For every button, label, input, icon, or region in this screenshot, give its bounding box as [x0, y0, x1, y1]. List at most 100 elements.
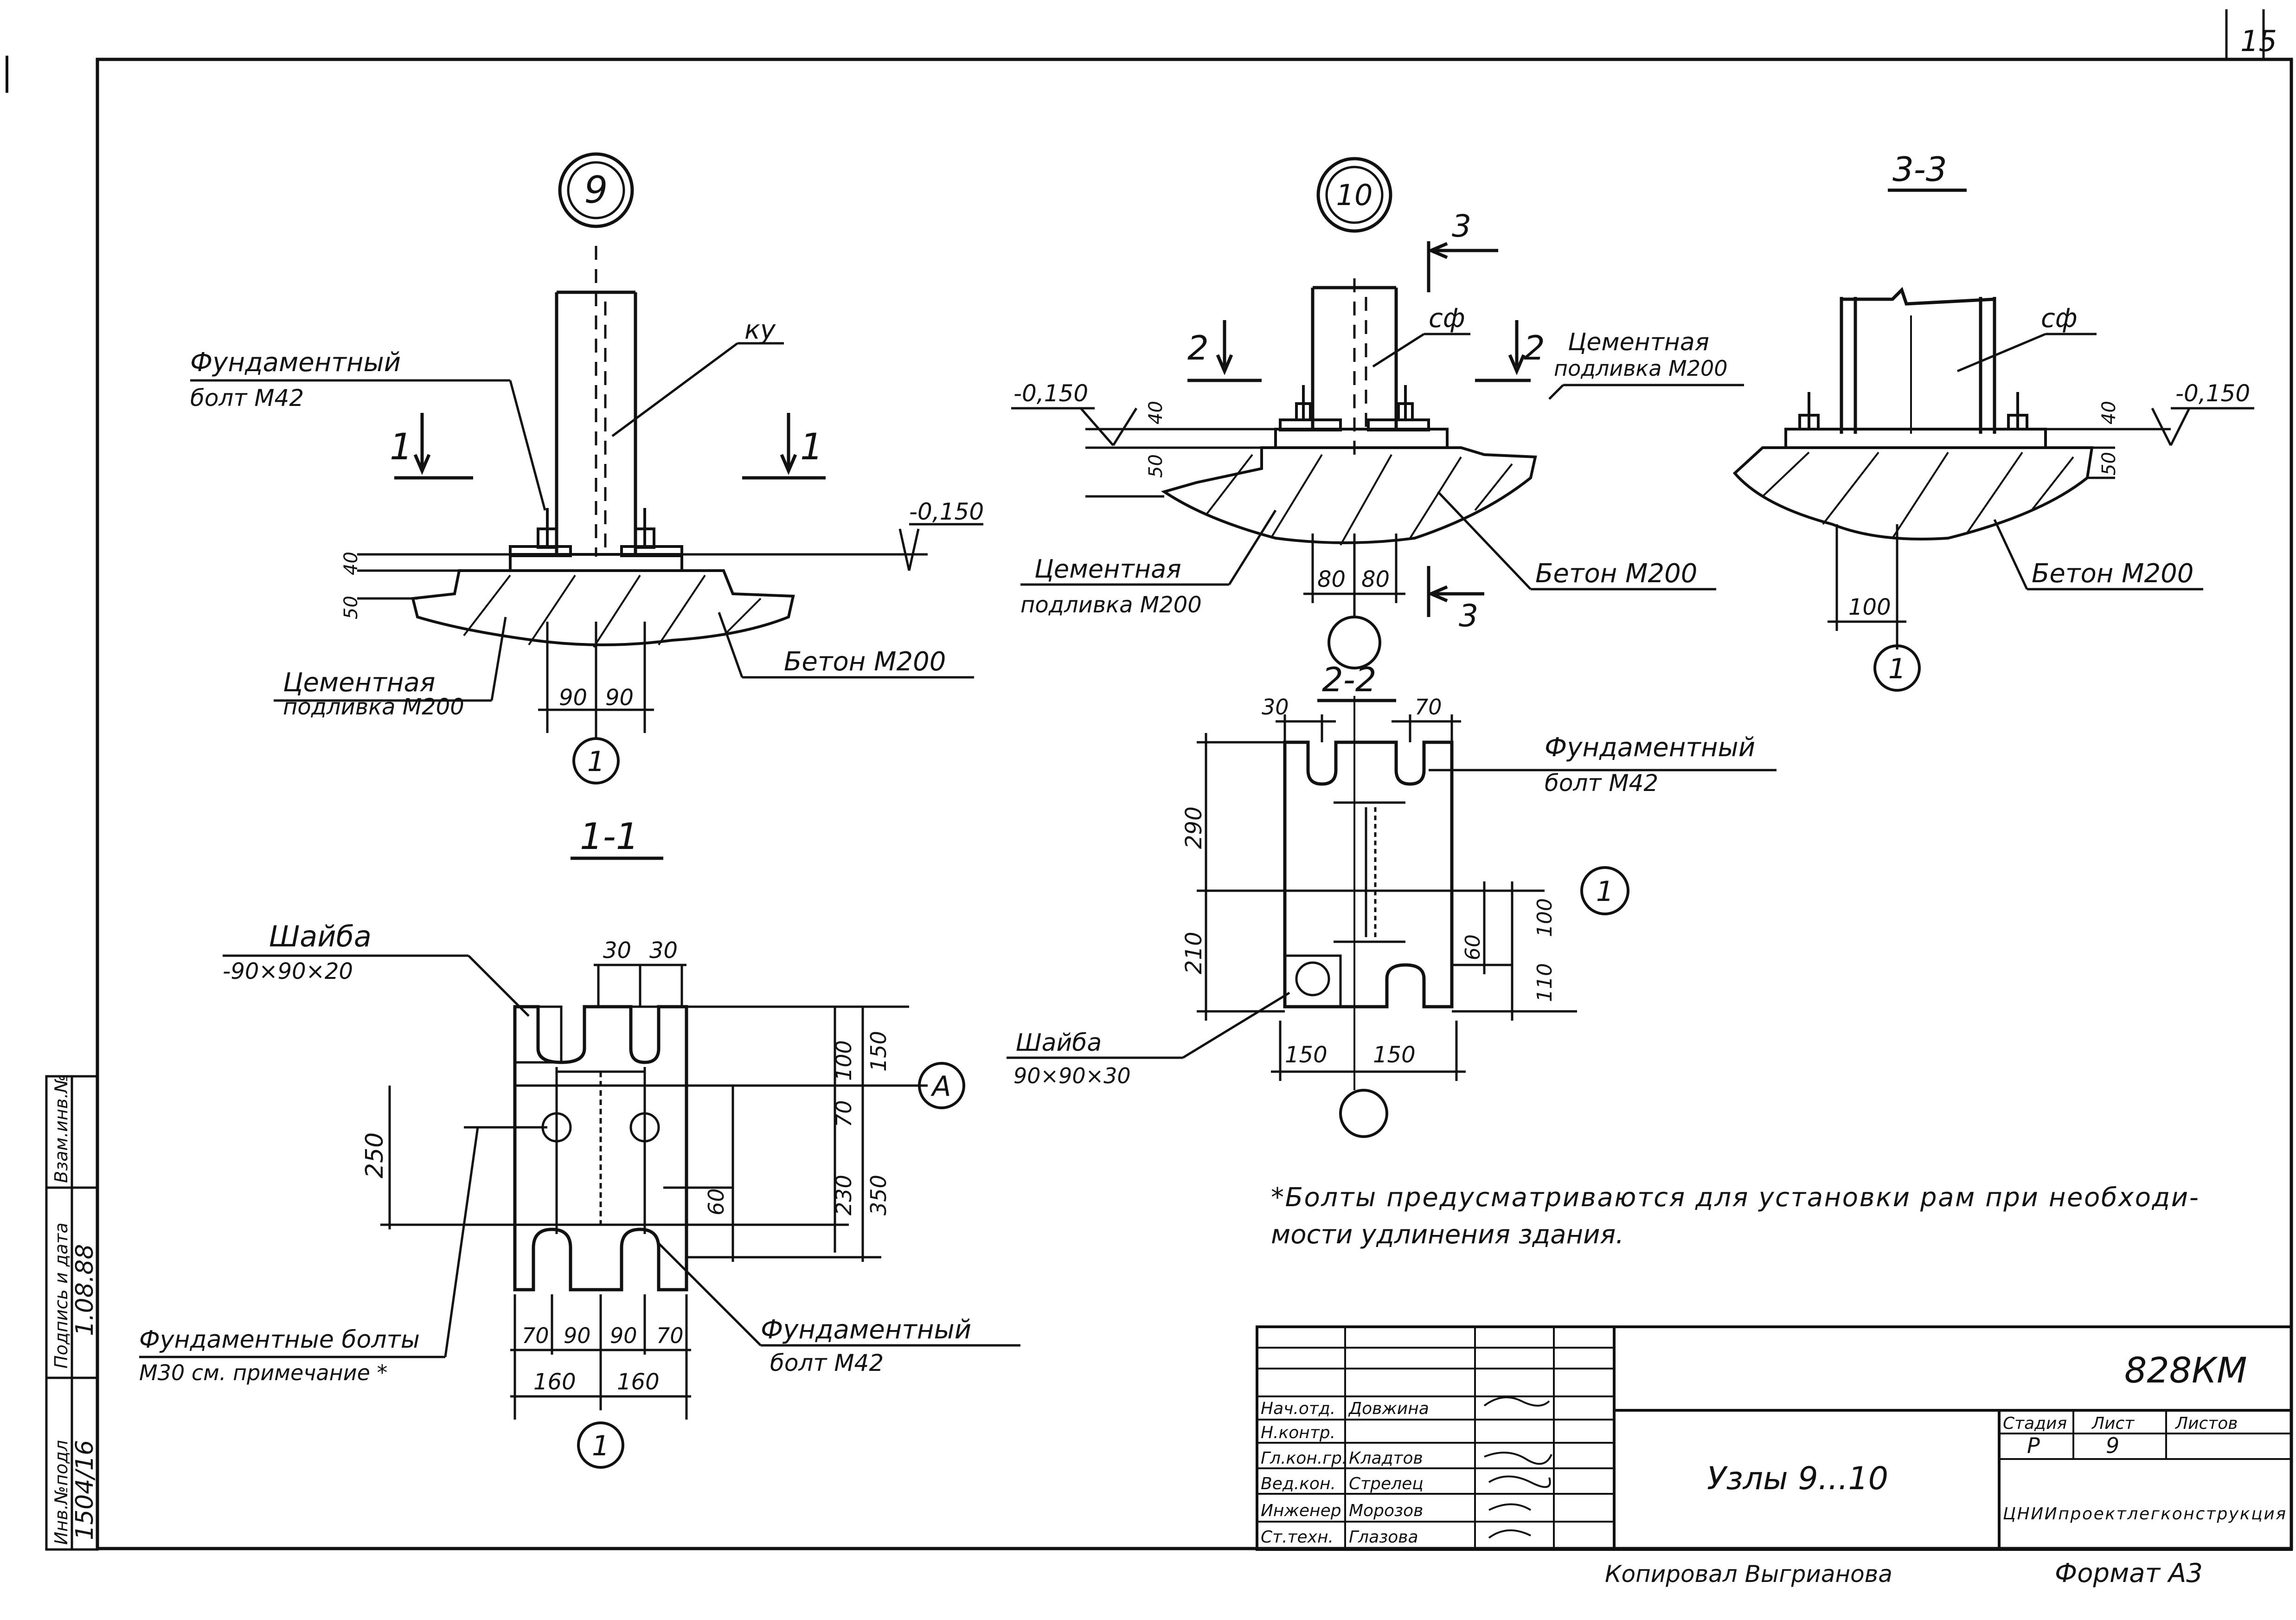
inv-no-label: Инв.№подл — [51, 1440, 71, 1545]
node-10-marker-label: 10 — [1336, 178, 1373, 212]
section-2-2-dim-left-2: 210 — [1181, 932, 1207, 974]
drawing-frame — [6, 9, 2293, 1550]
node-9-column — [555, 246, 637, 557]
node-10-axis-circle — [1328, 616, 1381, 669]
format: Формат А3 — [2055, 1558, 2203, 1588]
node-10-dim-b2: 80 — [1361, 566, 1390, 592]
section-1-1-dim-r6: 60 — [704, 1188, 729, 1215]
section-1-1-bolt-2: болт М42 — [770, 1350, 884, 1376]
section-2-2-dims — [1197, 714, 1577, 1081]
section-1-1-bolts-1: Фундаментные болты — [139, 1326, 420, 1354]
node-9-marker-inner — [567, 161, 625, 219]
tb-stage-label: Стадия — [2003, 1414, 2067, 1433]
section-1-1-bottom-dims — [510, 1294, 691, 1420]
node-9-bolt-label-1: Фундаментный — [190, 347, 401, 378]
section-1-1: 1-1 — [139, 816, 1020, 1469]
section-1-1-plate — [513, 1005, 688, 1292]
title-block — [1256, 1325, 2293, 1551]
section-1-1-dim-left: 250 — [361, 1132, 389, 1178]
section-3-3-title: 3-3 — [1892, 150, 1947, 189]
section-1-1-dim-top-2: 30 — [649, 938, 678, 964]
node-10-column-code: сф — [1429, 303, 1465, 334]
node-10: 10 — [1011, 157, 1744, 669]
node-9-level: -0,150 — [909, 498, 984, 525]
section-1-1-bolt-1: Фундаментный — [761, 1315, 971, 1345]
node-9-section-mark-left: 1 — [390, 426, 413, 468]
left-margin-texts: Инв.№подл 1504/16 Подпись и дата 1.08.88… — [51, 1074, 99, 1545]
section-1-1-title: 1-1 — [580, 816, 639, 858]
node-10-column — [1311, 278, 1398, 464]
page-number: 15 — [2240, 24, 2277, 58]
section-2-2-dim-r1: 100 — [1533, 898, 1557, 937]
section-2-2: 2-2 — [1007, 660, 1777, 1138]
node-10-section-3-top: 3 — [1452, 208, 1471, 244]
tb-role-2: Гл.кон.гр. — [1261, 1449, 1347, 1468]
tb-name-5: Глазова — [1349, 1528, 1418, 1547]
tb-org: ЦНИИпроектлегконструкция — [2003, 1504, 2286, 1524]
section-3-3-level — [1995, 407, 2254, 479]
node-10-base-plate — [1274, 385, 1449, 449]
tb-sheet-label: Лист — [2091, 1414, 2135, 1433]
node-10-dim-v1: 40 — [1145, 401, 1167, 424]
section-2-2-dim-b2: 150 — [1373, 1042, 1416, 1068]
tb-role-3: Вед.кон. — [1261, 1474, 1336, 1493]
node-10-dim-v2: 50 — [1145, 454, 1167, 478]
section-3-3-axis: 1 — [1888, 653, 1906, 685]
section-2-2-title: 2-2 — [1322, 660, 1377, 699]
node-9-bolt-label-2: болт М42 — [190, 385, 304, 411]
node-9-section-mark-right: 1 — [800, 426, 823, 468]
section-2-2-leaders — [1007, 769, 1777, 1059]
section-2-2-dim-top-2: 70 — [1415, 694, 1442, 720]
section-3-3-level-label: -0,150 — [2175, 380, 2250, 407]
footnote-line-2: мости удлинения здания. — [1271, 1220, 1624, 1250]
node-9-axis-label: 1 — [587, 746, 605, 778]
section-2-2-dim-r3: 110 — [1533, 963, 1557, 1002]
node-9-marker-label: 9 — [584, 168, 608, 212]
section-2-2-dim-b1: 150 — [1285, 1042, 1328, 1068]
tb-sheet: 9 — [2106, 1433, 2119, 1458]
sign-label: Подпись и дата — [51, 1222, 71, 1369]
section-1-1-axis-bottom-circle — [577, 1421, 624, 1469]
node-10-marker-outer — [1316, 157, 1392, 233]
section-1-1-washer-1: Шайба — [269, 919, 372, 953]
replace-label: Взам.инв.№ — [51, 1074, 71, 1183]
section-2-2-dim-left-1: 290 — [1181, 806, 1207, 849]
node-9-grout-label-2: подливка М200 — [283, 694, 464, 720]
node-9-grout-label-1: Цементная — [283, 668, 435, 698]
footnote-line-1: *Болты предусматриваются для установки р… — [1271, 1183, 2199, 1213]
section-3-3-concrete-label: Бетон М200 — [2032, 559, 2193, 589]
node-9-dim-v2: 50 — [340, 596, 362, 619]
section-1-1-leaders — [139, 954, 1020, 1358]
section-1-1-axis-a-circle — [918, 1062, 965, 1109]
section-2-2-washer-2: 90×90×30 — [1013, 1063, 1131, 1088]
node-10-concrete — [1161, 446, 1537, 546]
node-10-grout-2: подливка М200 — [1554, 356, 1728, 381]
section-1-1-dim-b1: 70 — [522, 1323, 549, 1348]
node-10-section-2-left: 2 — [1187, 328, 1209, 367]
section-2-2-dim-r2: 60 — [1461, 934, 1485, 960]
left-margin-stamp — [45, 1075, 99, 1551]
node-9-column-code: ку — [744, 315, 776, 345]
section-3-3-column — [1840, 287, 1996, 434]
tb-name-3: Стрелец — [1349, 1474, 1424, 1493]
section-2-2-dim-top-1: 30 — [1262, 694, 1289, 720]
section-3-3-concrete — [1732, 446, 2094, 540]
title-block-signatures — [1483, 1396, 1552, 1539]
tb-name-2: Кладтов — [1349, 1449, 1423, 1468]
node-10-leaders — [1020, 333, 1744, 591]
section-1-1-washer-2: -90×90×20 — [223, 958, 353, 984]
section-1-1-dim-r4: 230 — [831, 1175, 856, 1215]
tb-code: 828КМ — [2124, 1350, 2247, 1391]
section-1-1-dim-r5: 350 — [866, 1175, 891, 1215]
node-10-marker-inner — [1325, 166, 1384, 224]
tb-name-0: Довжина — [1348, 1399, 1429, 1418]
section-3-3-dim-bottom: 100 — [1848, 594, 1891, 620]
node-9-concrete-label: Бетон М200 — [784, 647, 946, 677]
node-9-dim-b2: 90 — [605, 685, 634, 711]
section-1-1-dim-b6: 160 — [617, 1369, 660, 1395]
section-1-1-axis-a: А — [930, 1070, 951, 1103]
tb-stage: Р — [2027, 1433, 2040, 1458]
section-1-1-dim-b4: 70 — [656, 1323, 684, 1348]
node-10-concrete-label: Бетон М200 — [1535, 559, 1697, 589]
